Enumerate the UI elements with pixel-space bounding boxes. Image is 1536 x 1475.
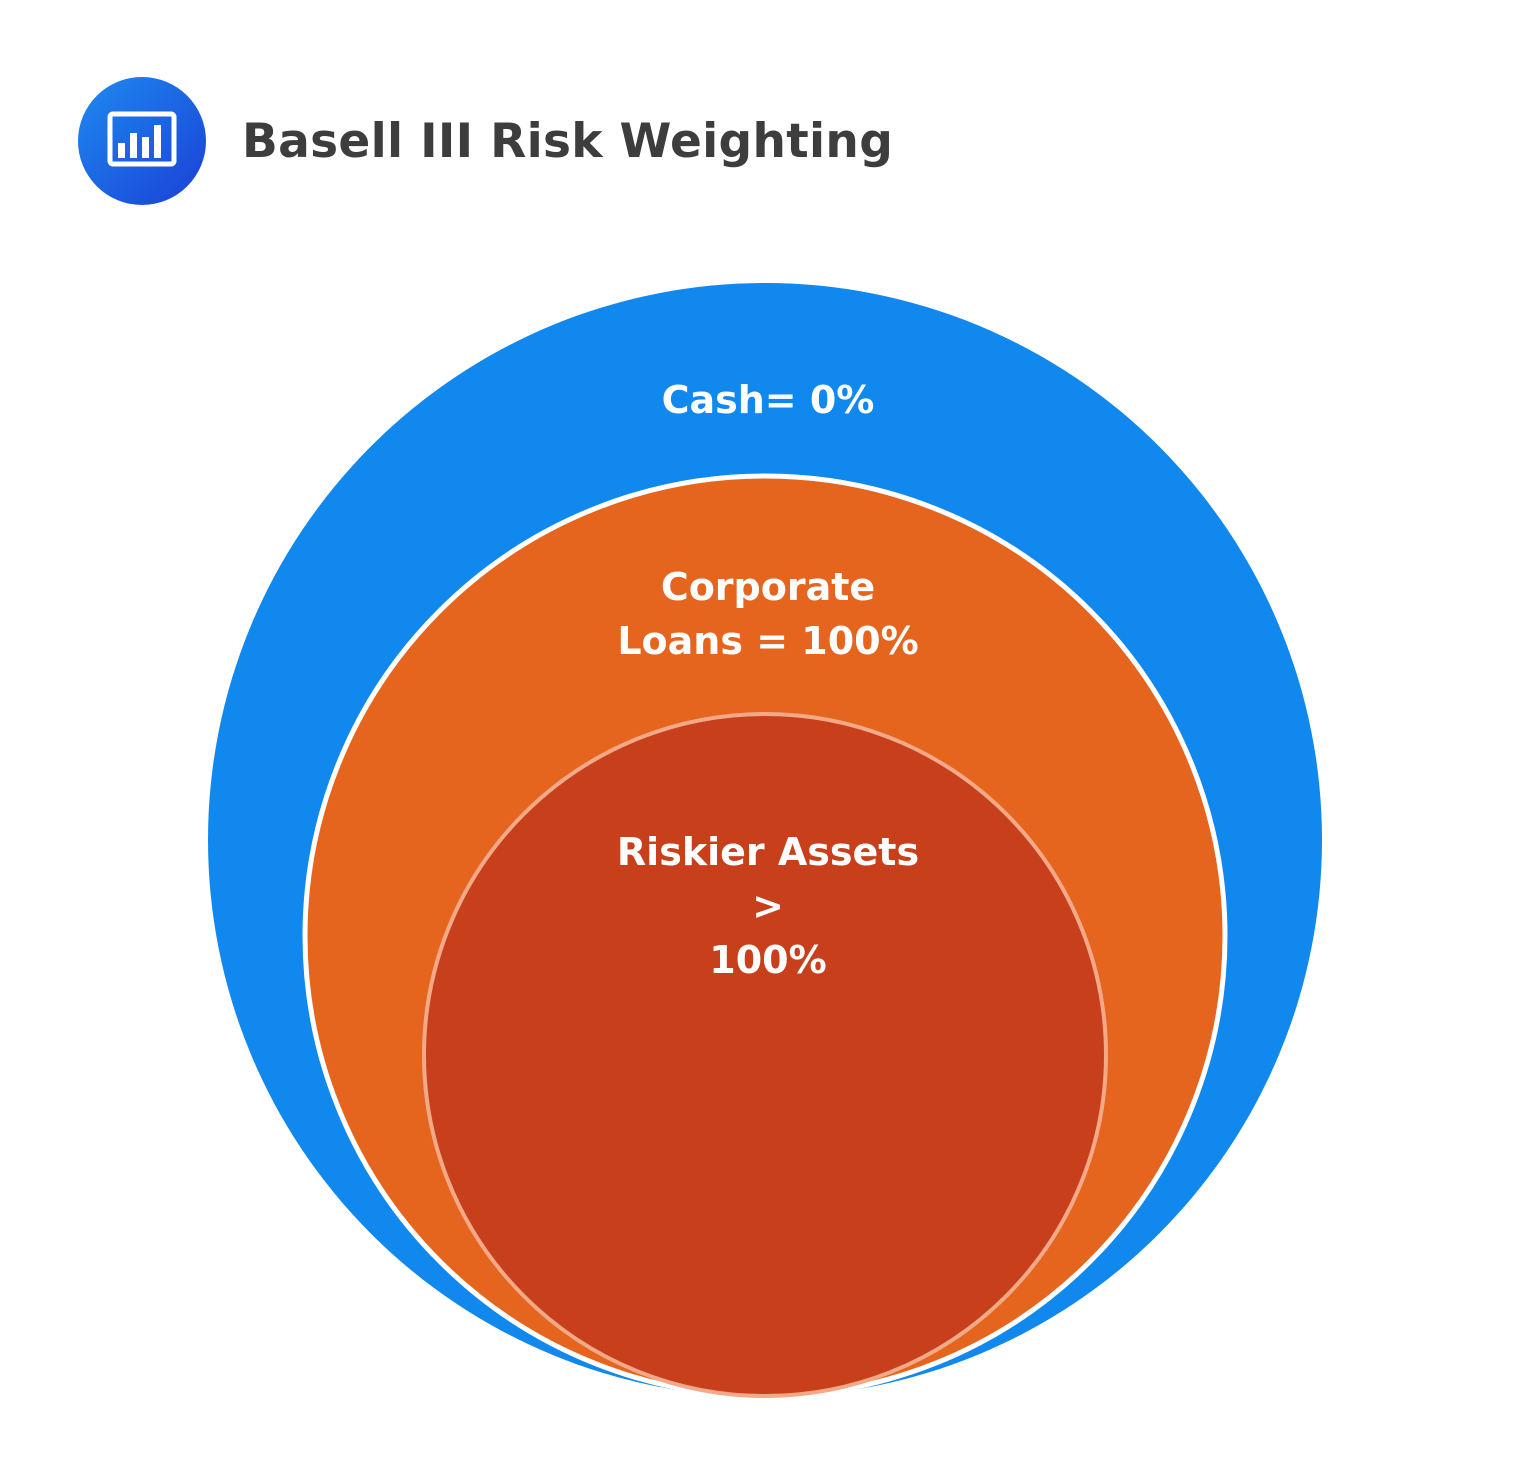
- header: Basell III Risk Weighting: [78, 77, 893, 205]
- bar-chart-icon: [78, 77, 206, 205]
- page-title: Basell III Risk Weighting: [242, 113, 894, 169]
- middle-ring-label: Corporate Loans = 100%: [617, 565, 919, 663]
- outer-ring-label: Cash= 0%: [661, 378, 875, 422]
- inner-circle-riskier-assets: [422, 712, 1108, 1398]
- logo-badge: [78, 77, 206, 205]
- inner-ring-label: Riskier Assets > 100%: [616, 830, 920, 982]
